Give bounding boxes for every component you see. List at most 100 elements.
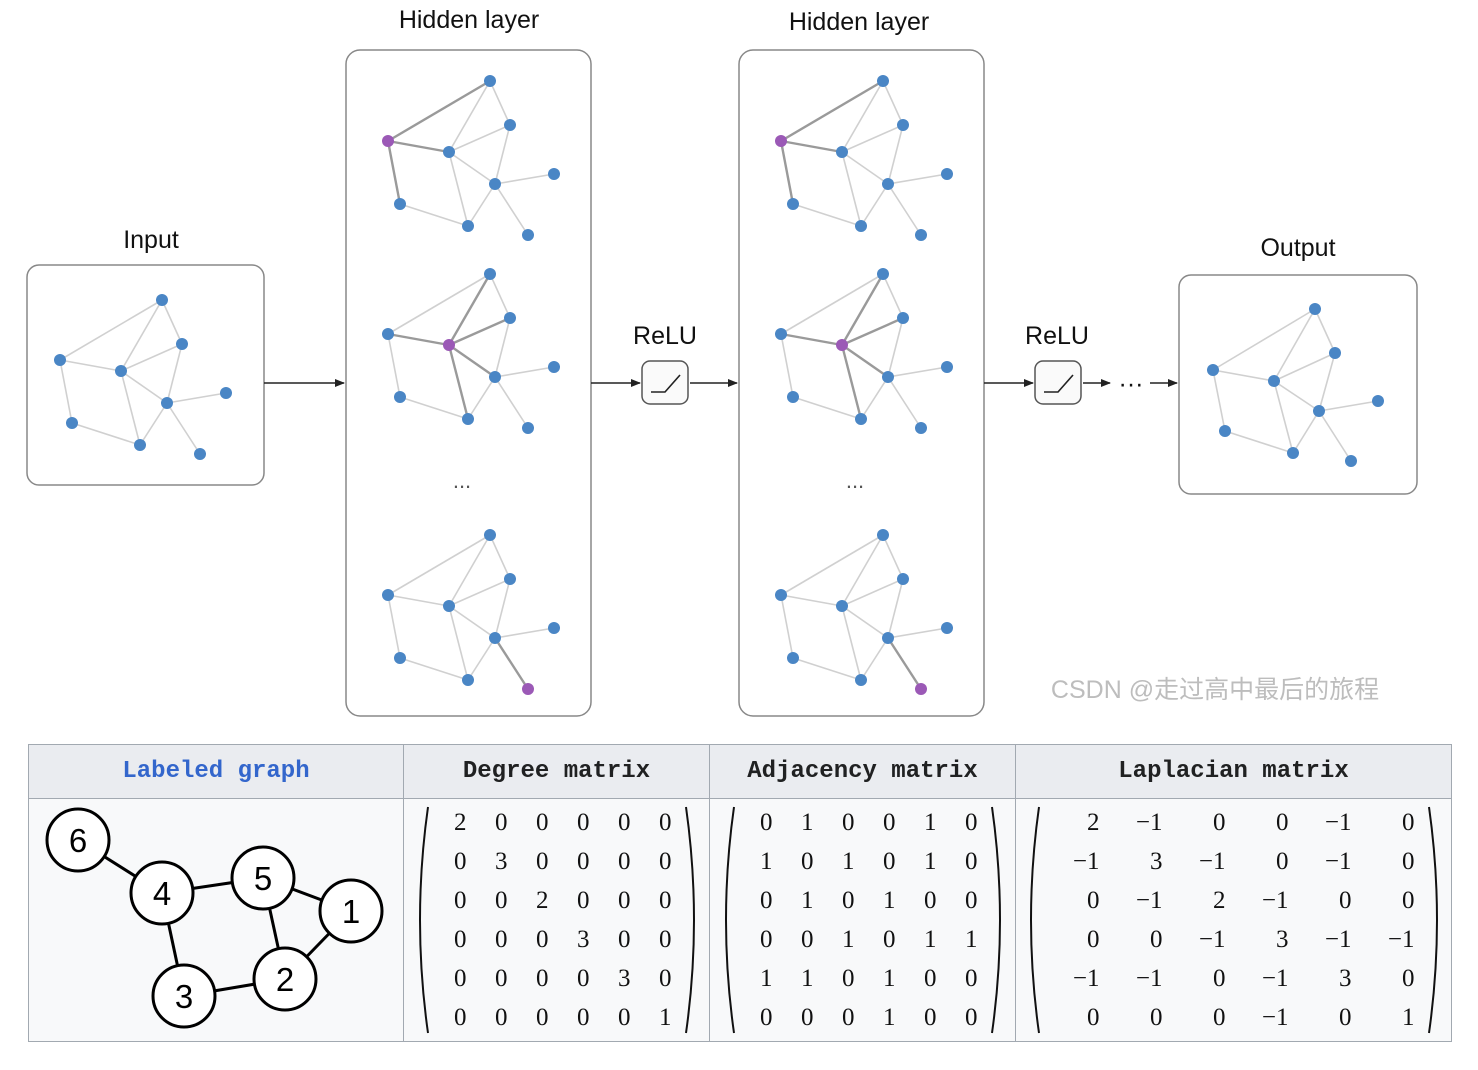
graph-edge (1318, 410, 1352, 462)
graph-edge (448, 344, 496, 378)
output-graph (1207, 303, 1384, 467)
focus-node (443, 339, 455, 351)
graph-edge (886, 637, 923, 690)
input-panel (26, 264, 265, 486)
labeled-graph-node-label: 3 (175, 978, 193, 1015)
matrix-entry: 3 (1276, 925, 1289, 953)
matrix-entry: 0 (842, 808, 855, 836)
matrix-entry: 2 (536, 886, 549, 914)
matrix-entry: 0 (1276, 847, 1289, 875)
graph-node (897, 119, 909, 131)
focus-node (775, 135, 787, 147)
graph-edge (887, 317, 904, 378)
graph-edge (448, 151, 469, 227)
matrix-entry: 0 (495, 925, 508, 953)
graph-node (1287, 447, 1299, 459)
graph-node (787, 652, 799, 664)
graph-edge (71, 422, 141, 446)
input-graph (54, 294, 232, 460)
graph-edge (840, 273, 885, 346)
matrix-entry: 0 (801, 925, 814, 953)
graph-node (443, 600, 455, 612)
graph-node (855, 674, 867, 686)
graph-node (1313, 405, 1325, 417)
graph-edge (840, 344, 863, 420)
graph-edge (1224, 430, 1294, 454)
graph-edge (792, 203, 862, 227)
matrix-entry: 0 (1402, 847, 1415, 875)
matrix-entry: 0 (1087, 1003, 1100, 1031)
matrix-entry: 1 (801, 964, 814, 992)
matrix-entry: 0 (924, 886, 937, 914)
graph-node (787, 198, 799, 210)
graph-node (484, 529, 496, 541)
graph-edge (387, 332, 450, 347)
graph-node (915, 422, 927, 434)
graph-edge (841, 578, 904, 607)
matrix-entry: 1 (659, 1003, 672, 1031)
graph-node (1207, 364, 1219, 376)
graph-node (548, 361, 560, 373)
graph-edge (448, 605, 496, 639)
graph-edge (448, 534, 491, 607)
graph-edge (494, 376, 529, 429)
graph-edge (467, 183, 496, 227)
matrix-entry: 0 (495, 808, 508, 836)
graph-node (877, 268, 889, 280)
graph-edge (1212, 308, 1316, 371)
graph-node (1372, 395, 1384, 407)
graph-edge (887, 376, 922, 429)
matrix-entry: 0 (536, 925, 549, 953)
matrix-entry: 0 (495, 886, 508, 914)
graph-edge (489, 534, 511, 580)
graph-edge (860, 183, 889, 227)
graph-edge (467, 637, 496, 681)
hidden2-graph-3 (775, 529, 953, 695)
matrix-entry: 0 (924, 1003, 937, 1031)
matrix-entry: 0 (842, 886, 855, 914)
hidden2-graph-2 (775, 268, 953, 434)
graph-edge (1273, 380, 1294, 454)
graph-edge (882, 273, 904, 319)
graph-node (882, 632, 894, 644)
graph-edge (494, 578, 511, 639)
hidden1-graph-1 (382, 75, 560, 241)
graph-edge (1314, 308, 1336, 354)
graph-node (489, 632, 501, 644)
graph-edge (494, 627, 555, 639)
graph-node (194, 448, 206, 460)
graph-node (462, 413, 474, 425)
hidden1-graph-2 (382, 268, 560, 434)
watermark: CSDN @走过高中最后的旅程 (1051, 676, 1379, 704)
graph-edge (399, 396, 469, 420)
hidden-layer-1-label: Hidden layer (399, 6, 539, 34)
graph-edge (448, 124, 511, 153)
graph-edge (447, 344, 470, 420)
graph-edge (448, 316, 511, 347)
matrix-entry: −1 (1135, 886, 1163, 914)
graph-edge (166, 392, 227, 404)
graph-edge (780, 594, 843, 607)
graph-edge (841, 344, 889, 378)
graph-node (382, 589, 394, 601)
graph-node (897, 573, 909, 585)
hidden2-graph-1 (775, 75, 953, 241)
matrix-entry: −1 (1387, 925, 1415, 953)
matrix-entry: 0 (618, 847, 631, 875)
graph-edge (467, 376, 496, 420)
matrix-entry: 0 (659, 964, 672, 992)
graph-edge (59, 359, 122, 372)
focus-node (915, 683, 927, 695)
graph-edge (59, 299, 163, 361)
matrix-entry: 1 (760, 847, 773, 875)
matrix-entry: 0 (760, 808, 773, 836)
header-labeled-graph[interactable]: Labeled graph (28, 744, 404, 799)
graph-edge (841, 316, 904, 347)
graph-node (394, 652, 406, 664)
graph-edge (494, 366, 555, 378)
matrix-entry: 1 (965, 925, 978, 953)
graph-edge (161, 299, 183, 345)
graph-edge (120, 343, 183, 372)
